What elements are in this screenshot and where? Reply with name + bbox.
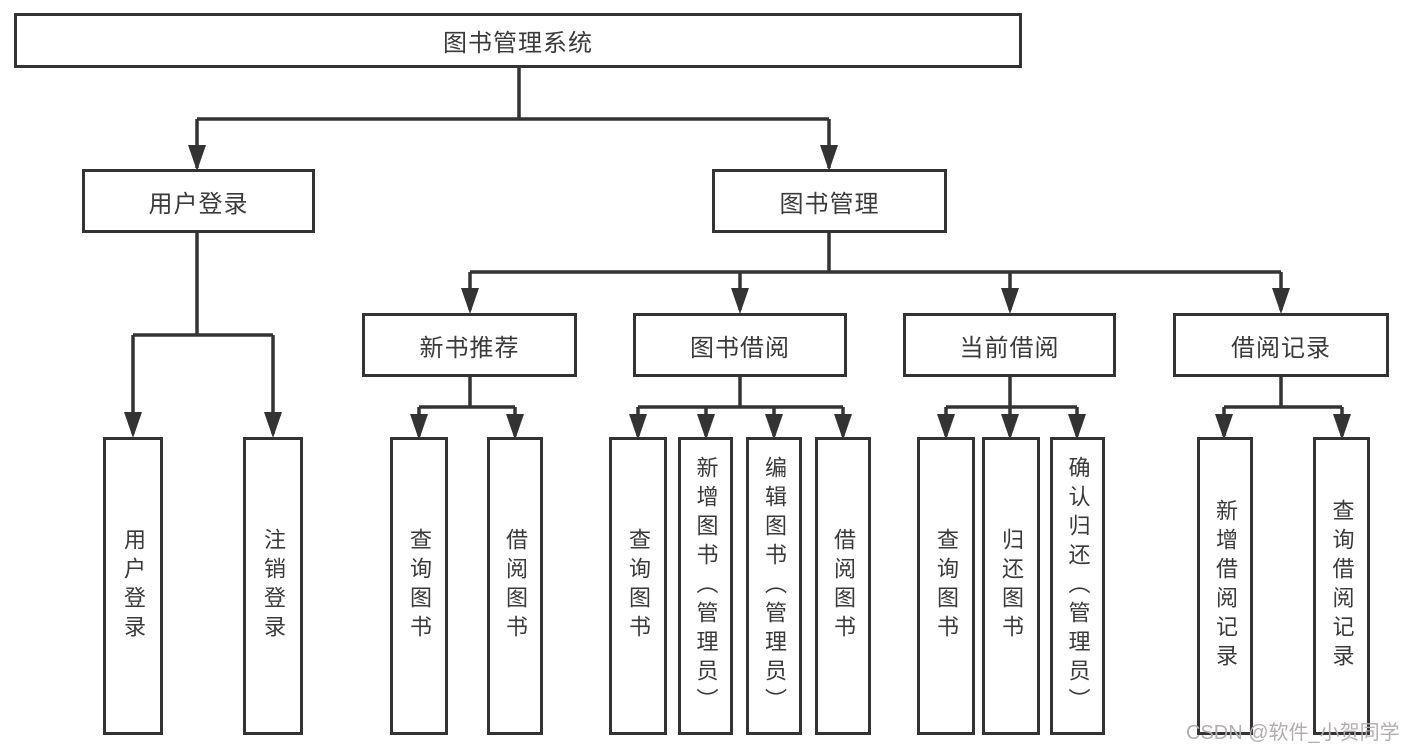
leaf-label: 借阅图书 — [831, 528, 856, 644]
leaf-query-borrow-record: 查询借阅记录 — [1313, 437, 1370, 735]
leaf-label: 归还图书 — [999, 528, 1024, 644]
leaf-label: 编辑图书（管理员） — [762, 455, 787, 717]
leaf-borrow-books-borrow: 借阅图书 — [815, 437, 871, 735]
node-book-borrowing: 图书借阅 — [633, 313, 847, 377]
leaf-query-books-current: 查询图书 — [917, 437, 975, 735]
node-borrowing-records: 借阅记录 — [1173, 313, 1389, 377]
leaf-return-book: 归还图书 — [982, 437, 1040, 735]
node-current-borrowing: 当前借阅 — [903, 313, 1116, 377]
node-label: 用户登录 — [148, 190, 249, 218]
node-label: 图书借阅 — [690, 334, 790, 362]
node-label: 借阅记录 — [1231, 334, 1331, 362]
leaf-label: 查询借阅记录 — [1329, 499, 1355, 673]
node-book-management: 图书管理 — [712, 169, 947, 233]
leaf-label: 注销登录 — [261, 528, 286, 644]
csdn-watermark: CSDN @软件_小贺同学 — [1186, 722, 1400, 744]
leaf-logout-login: 注销登录 — [243, 437, 303, 735]
leaf-label: 查询图书 — [626, 528, 651, 644]
leaf-add-book-admin: 新增图书（管理员） — [678, 437, 733, 735]
node-label: 图书管理系统 — [443, 30, 593, 57]
leaf-query-books-recommend: 查询图书 — [390, 437, 448, 735]
leaf-add-borrow-record: 新增借阅记录 — [1197, 437, 1253, 735]
leaf-label: 查询图书 — [407, 528, 432, 644]
leaf-label: 新增图书（管理员） — [693, 455, 719, 717]
leaf-query-books-borrow: 查询图书 — [609, 437, 667, 735]
leaf-label: 查询图书 — [934, 528, 959, 644]
leaf-edit-book-admin: 编辑图书（管理员） — [746, 437, 802, 735]
node-new-book-recommend: 新书推荐 — [362, 313, 577, 377]
leaf-label: 借阅图书 — [503, 528, 528, 644]
node-label: 图书管理 — [779, 190, 880, 218]
leaf-label: 用户登录 — [121, 528, 146, 644]
leaf-confirm-return-admin: 确认归还（管理员） — [1050, 437, 1105, 735]
node-label: 当前借阅 — [959, 334, 1060, 362]
leaf-user-login: 用户登录 — [103, 437, 163, 735]
node-user-login: 用户登录 — [82, 169, 315, 233]
arrowheads — [124, 145, 1351, 440]
leaf-borrow-books-recommend: 借阅图书 — [487, 437, 543, 735]
node-library-system: 图书管理系统 — [14, 13, 1022, 68]
node-label: 新书推荐 — [419, 334, 520, 362]
leaf-label: 新增借阅记录 — [1213, 499, 1238, 673]
leaf-label: 确认归还（管理员） — [1065, 455, 1091, 717]
